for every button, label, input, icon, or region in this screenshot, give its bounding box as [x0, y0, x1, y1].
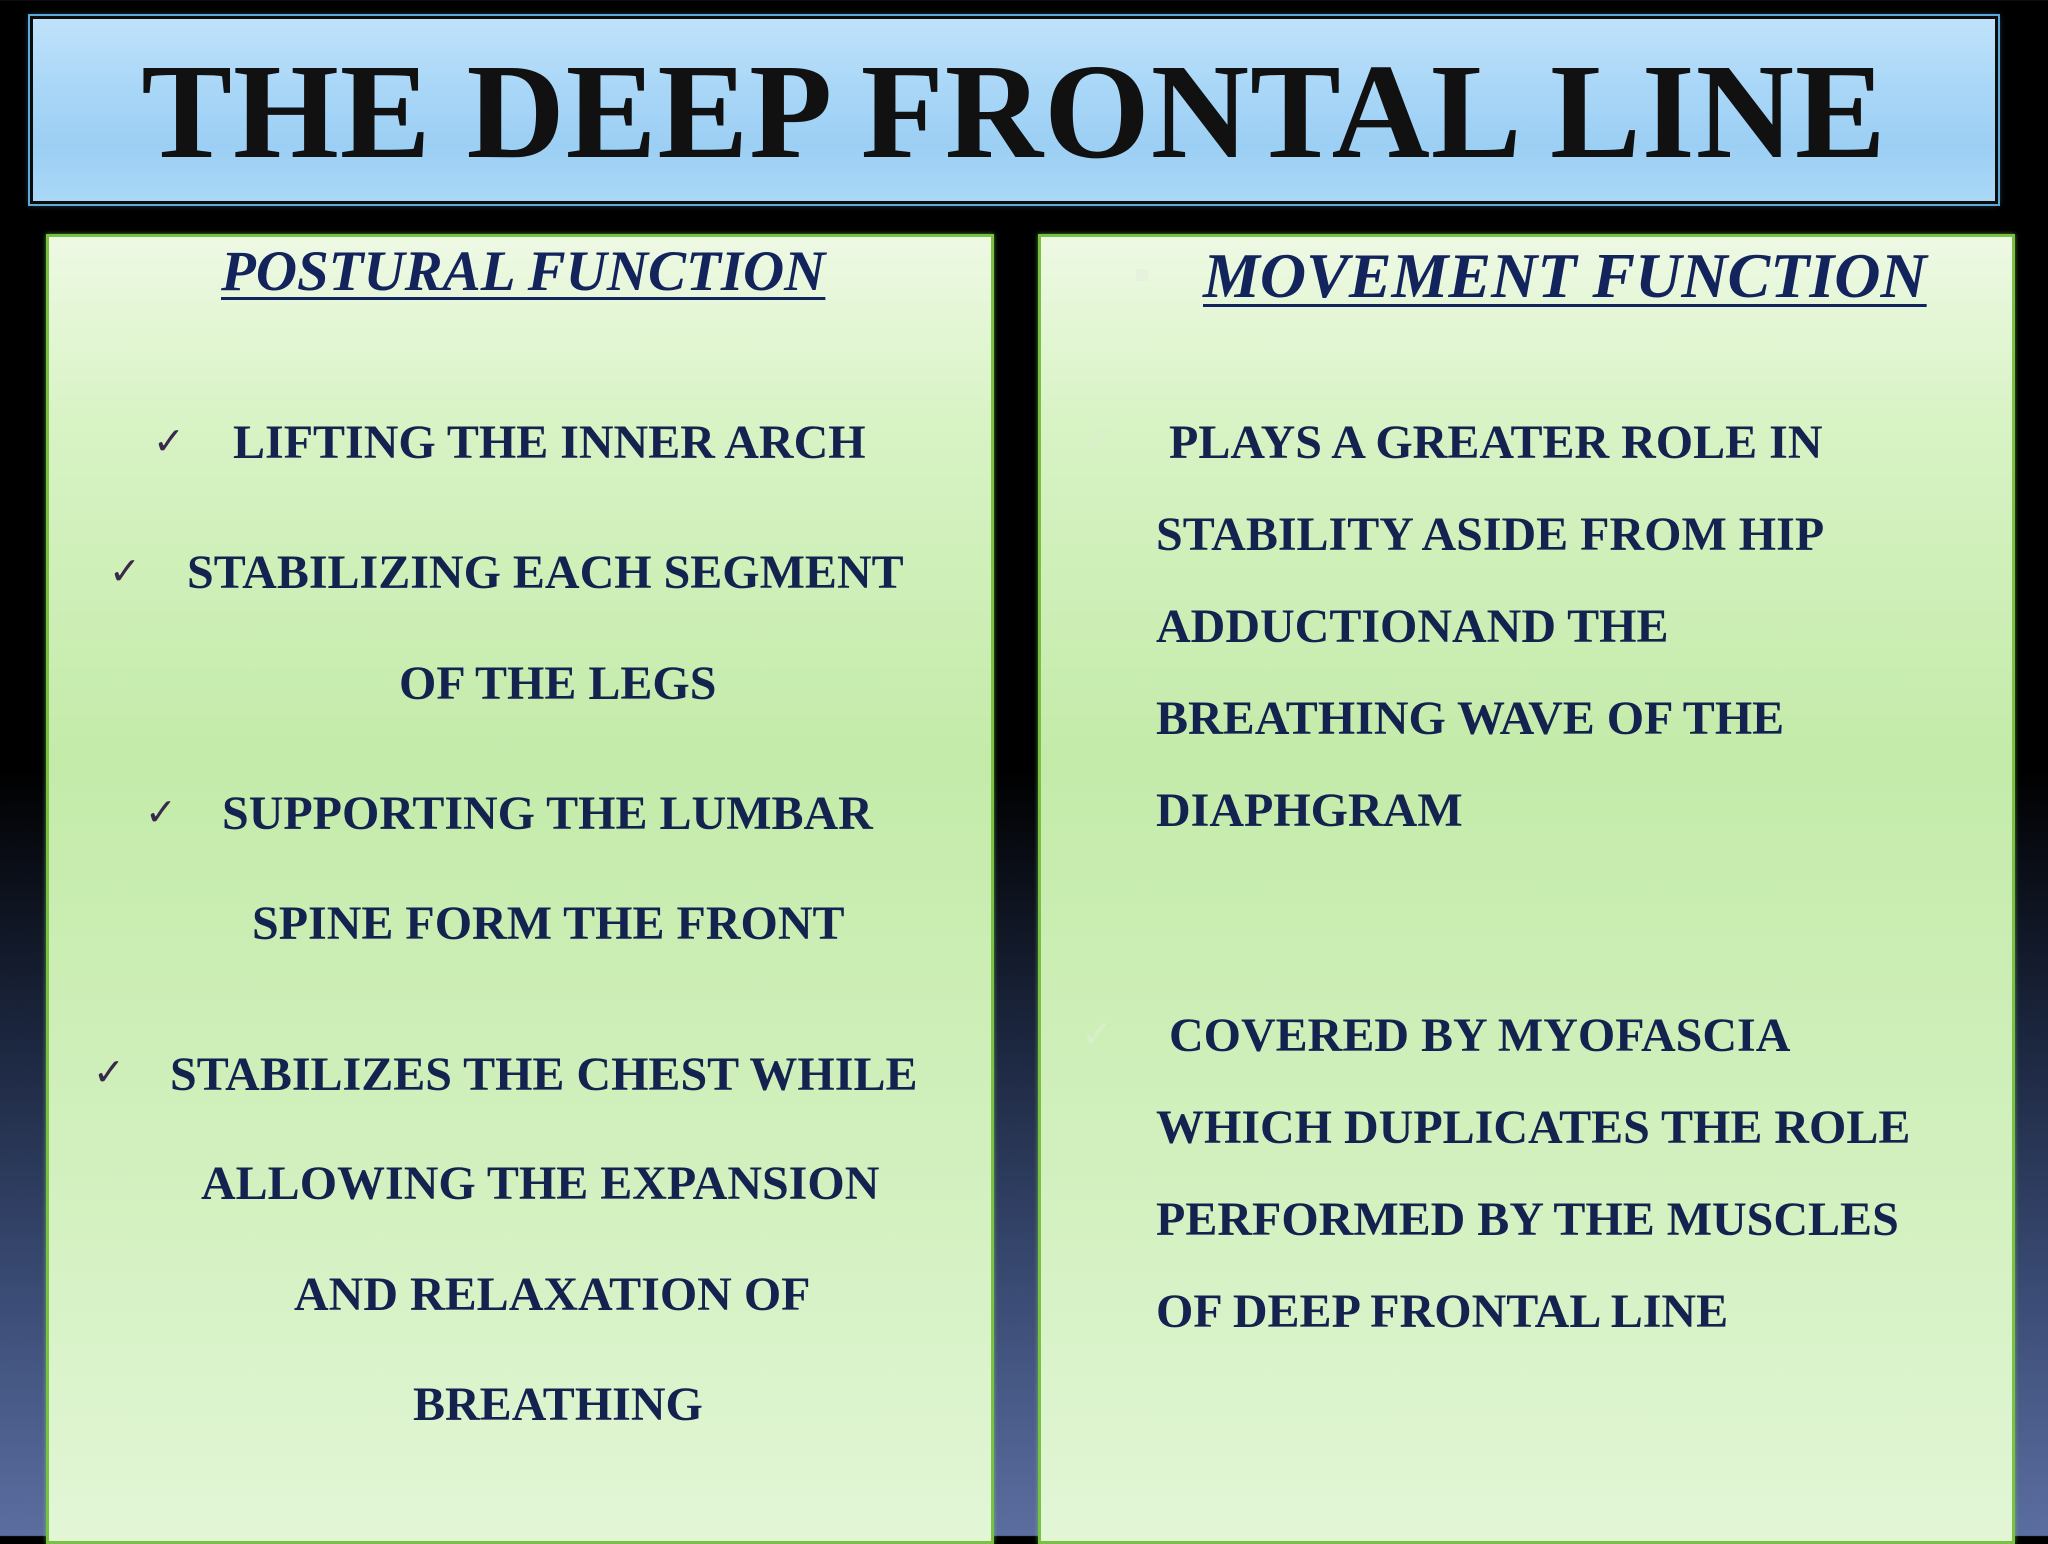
bullet-line: WHICH DUPLICATES THE ROLE — [1156, 1101, 1911, 1154]
bullet-line: ADDUCTIONAND THE — [1156, 600, 1669, 653]
bullet-line: BREATHING — [413, 1378, 703, 1431]
bullet-line: ALLOWING THE EXPANSION — [201, 1157, 880, 1210]
checkmark-icon: ✓ — [1081, 1012, 1113, 1056]
bullet-line: SPINE FORM THE FRONT — [252, 897, 845, 950]
postural-function-heading: POSTURAL FUNCTION — [221, 240, 826, 303]
bullet-line: STABILIZES THE CHEST WHILE — [170, 1048, 918, 1101]
bullet-line: PLAYS A GREATER ROLE IN — [1169, 416, 1823, 469]
bullet-line: DIAPHGRAM — [1156, 784, 1463, 837]
postural-function-panel: POSTURAL FUNCTION ✓ LIFTING THE INNER AR… — [46, 234, 994, 1544]
bullet-line: BREATHING WAVE OF THE — [1156, 692, 1785, 745]
bullet-line: OF THE LEGS — [399, 657, 717, 710]
checkmark-icon: ✓ — [153, 419, 185, 463]
bullet-line: AND RELAXATION OF — [294, 1268, 811, 1321]
checkmark-icon: ✓ — [93, 1050, 125, 1094]
title-banner: THE DEEP FRONTAL LINE — [28, 14, 2000, 206]
checkmark-icon: ✓ — [145, 790, 177, 834]
bullet-line: STABILIZING EACH SEGMENT — [187, 546, 904, 599]
bullet-line: STABILITY ASIDE FROM HIP — [1156, 508, 1825, 561]
movement-function-panel: MOVEMENT FUNCTION ✓ PLAYS A GREATER ROLE… — [1038, 234, 2015, 1544]
bullet-line: SUPPORTING THE LUMBAR — [222, 787, 873, 840]
slide-title: THE DEEP FRONTAL LINE — [141, 37, 1887, 187]
square-bullet-icon — [1136, 269, 1148, 281]
bullet-line: LIFTING THE INNER ARCH — [233, 416, 866, 469]
checkmark-icon: ✓ — [1081, 419, 1113, 463]
bullet-line: OF DEEP FRONTAL LINE — [1156, 1285, 1729, 1338]
bullet-line: PERFORMED BY THE MUSCLES — [1156, 1193, 1899, 1246]
bullet-line: COVERED BY MYOFASCIA — [1169, 1009, 1791, 1062]
checkmark-icon: ✓ — [109, 549, 141, 593]
movement-function-heading: MOVEMENT FUNCTION — [1203, 240, 1927, 311]
